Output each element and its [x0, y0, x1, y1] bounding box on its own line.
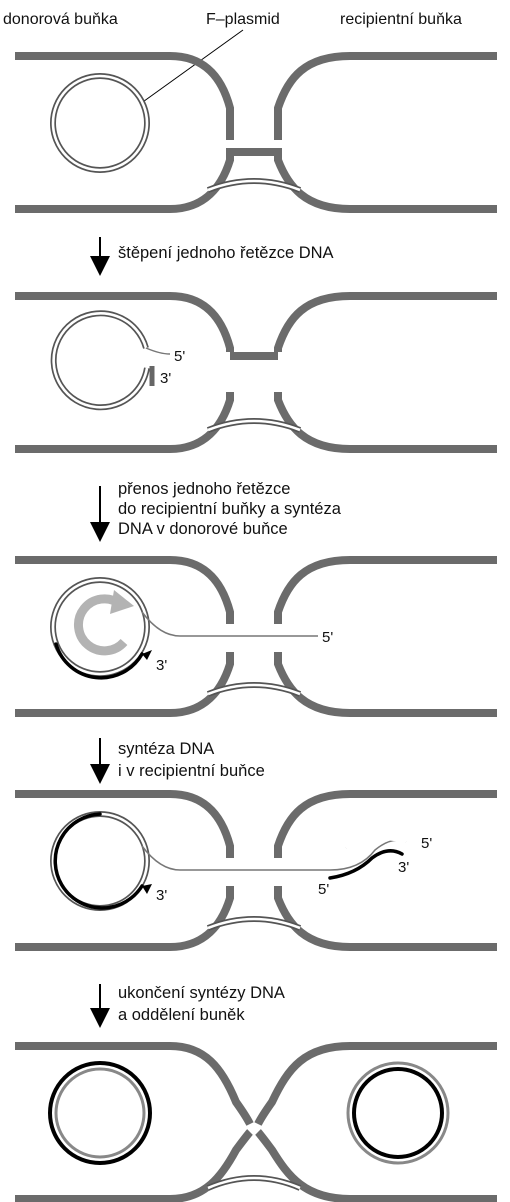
three-prime-label-left: 3' [156, 887, 167, 904]
step-3-line-1: syntéza DNA [118, 740, 214, 758]
step-4-line-1: ukončení syntézy DNA [118, 984, 285, 1002]
recipient-final-plasmid [348, 1063, 448, 1163]
panel-5 [15, 1046, 497, 1199]
five-prime-label: 5' [174, 348, 185, 365]
donor-final-plasmid [50, 1063, 150, 1163]
three-prime-label-right: 3' [398, 859, 409, 876]
step-3: syntéza DNA i v recipientní buňce [100, 738, 265, 780]
step-1-text: štěpení jednoho řetězce DNA [118, 244, 334, 262]
displaced-5-prime-end [146, 348, 170, 354]
f-plasmid [53, 76, 147, 170]
bottom-left-membrane [15, 148, 230, 209]
panel-4: 5' 3' 5' 3' [15, 794, 497, 947]
top-right-membrane [278, 56, 497, 140]
five-prime-label-top: 5' [421, 835, 432, 852]
plasmid-gap [53, 76, 147, 170]
step-4-line-2: a oddělení buněk [118, 1006, 245, 1024]
step-3-line-2: i v recipientní buňce [118, 762, 265, 780]
panel-1 [15, 56, 497, 209]
three-prime-label: 3' [156, 657, 167, 674]
three-prime-label: 3' [160, 370, 171, 387]
f-plasmid-label: F–plasmid [206, 11, 280, 28]
step-2-line-2: do recipientní buňky a syntéza [118, 500, 342, 518]
panel-2: 5' 3' [15, 296, 497, 449]
top-left-membrane [15, 56, 230, 140]
recipient-cell-label: recipientní buňka [340, 11, 462, 28]
donor-cell-label: donorová buňka [3, 11, 118, 28]
step-4: ukončení syntézy DNA a oddělení buněk [100, 984, 285, 1024]
step-2-line-1: přenos jednoho řetězce [118, 480, 290, 498]
step-2-line-3: DNA v donorové buňce [118, 520, 288, 538]
five-prime-label: 5' [322, 629, 333, 646]
bottom-right-membrane [278, 148, 497, 209]
panel-3: 5' 3' [15, 560, 497, 713]
step-1: štěpení jednoho řetězce DNA [100, 237, 334, 266]
five-prime-label-bottom: 5' [318, 881, 329, 898]
new-strand-recipient [330, 851, 402, 878]
step-2: přenos jednoho řetězce do recipientní bu… [100, 480, 342, 538]
nicked-plasmid [54, 313, 170, 407]
